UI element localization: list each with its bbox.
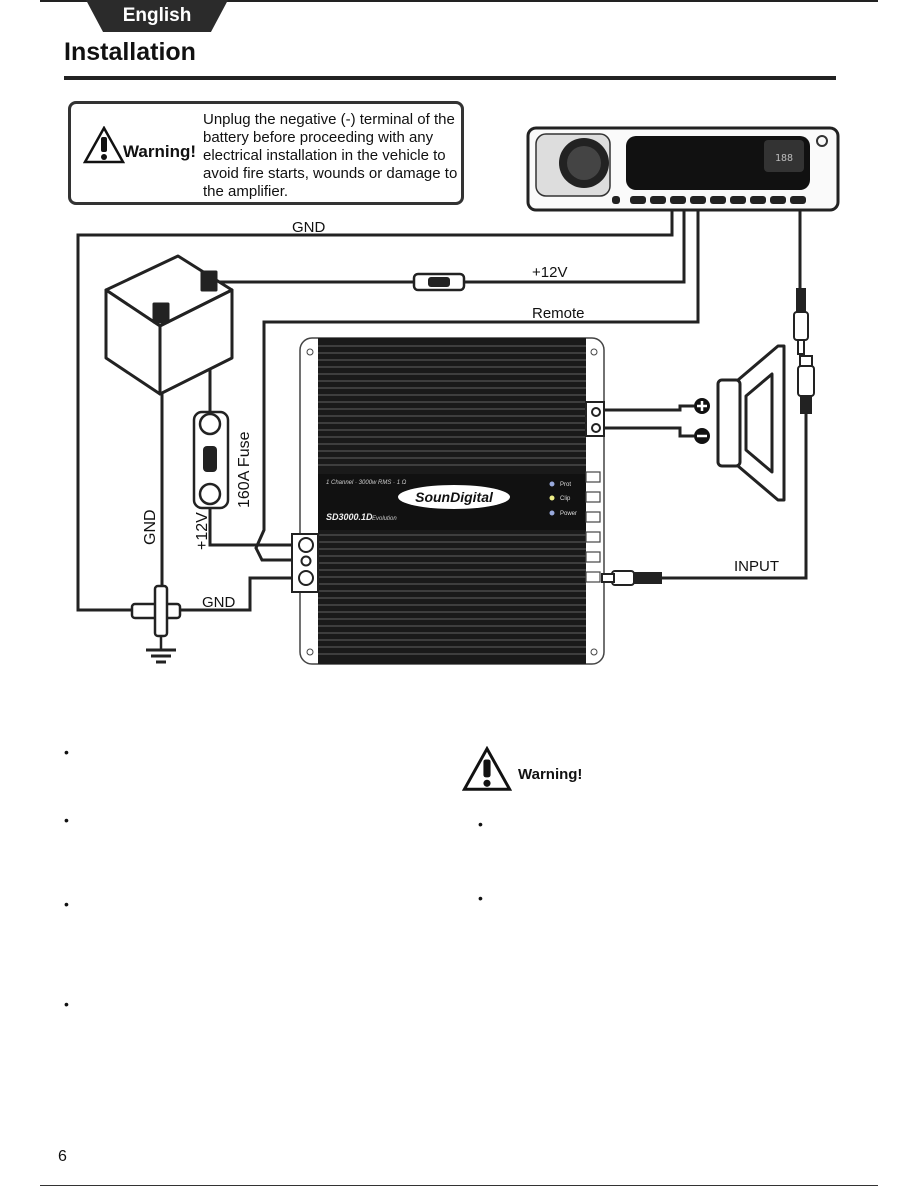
- warning-lower: Warning!: [461, 745, 582, 797]
- head-unit: 188: [526, 126, 840, 212]
- svg-text:Evolution: Evolution: [372, 516, 397, 522]
- warning-box: Warning! Unplug the negative (-) termina…: [68, 101, 464, 205]
- speaker-pos-wire: [604, 404, 694, 412]
- fuse-label: 160A Fuse: [236, 431, 253, 509]
- bullet-left-4: •: [64, 996, 69, 1012]
- bullet-left-1: •: [64, 744, 69, 760]
- rca-input-plug: [601, 570, 662, 586]
- page-number: 6: [58, 1148, 67, 1165]
- input-label: INPUT: [734, 558, 779, 575]
- amplifier: SounDigital 1 Channel · 3000w RMS · 1 Ω …: [291, 337, 605, 665]
- svg-text:SounDigital: SounDigital: [415, 489, 494, 505]
- svg-text:SD3000.1D: SD3000.1D: [326, 512, 373, 522]
- plus12v-wire-headunit: [462, 206, 686, 284]
- battery: [104, 254, 234, 396]
- title-rule: [64, 76, 836, 80]
- minus-icon: [694, 428, 710, 444]
- svg-text:Prot: Prot: [560, 482, 571, 488]
- page-title: Installation: [64, 38, 196, 66]
- speaker-neg-wire: [604, 426, 694, 438]
- gnd-wire-amp: [180, 576, 300, 612]
- gnd-bottom-label: GND: [202, 594, 236, 611]
- svg-text:1 Channel · 3000w RMS · 1 Ω: 1 Channel · 3000w RMS · 1 Ω: [326, 480, 407, 486]
- plus12v-top-label: +12V: [532, 264, 568, 281]
- remote-label: Remote: [532, 305, 585, 322]
- svg-text:188: 188: [775, 153, 793, 164]
- remote-wire: [254, 206, 700, 562]
- plus-icon: [694, 398, 710, 414]
- svg-text:Power: Power: [560, 511, 577, 517]
- warning-triangle-icon: [461, 745, 513, 791]
- warning-text: Unplug the negative (-) terminal of the …: [203, 111, 458, 200]
- warning-lower-label: Warning!: [518, 766, 583, 783]
- bottom-rule: [40, 1185, 878, 1186]
- speaker: [716, 344, 786, 502]
- bullet-left-3: •: [64, 896, 69, 912]
- top-rule: [40, 0, 878, 2]
- rca-cable-plugs: [793, 288, 815, 414]
- gnd-wire-headunit: [76, 206, 674, 612]
- rca-wire-input: [662, 412, 808, 580]
- ground-block: [130, 584, 182, 664]
- warning-label: Warning!: [123, 142, 197, 161]
- svg-text:Clip: Clip: [560, 496, 571, 502]
- warning-triangle-icon: [83, 126, 125, 164]
- inline-fuse: [412, 272, 466, 292]
- bullet-right-1: •: [478, 816, 483, 832]
- plus12v-side-label: +12V: [194, 512, 211, 550]
- gnd-top-label: GND: [292, 219, 326, 236]
- gnd-side-label: GND: [142, 509, 159, 545]
- bullet-left-2: •: [64, 812, 69, 828]
- wiring-diagram: 188: [76, 126, 840, 665]
- bullet-right-2: •: [478, 890, 483, 906]
- fuse-holder-160a: [192, 410, 230, 510]
- plus12v-wire-amp: [208, 505, 300, 547]
- language-tab: English: [86, 0, 228, 32]
